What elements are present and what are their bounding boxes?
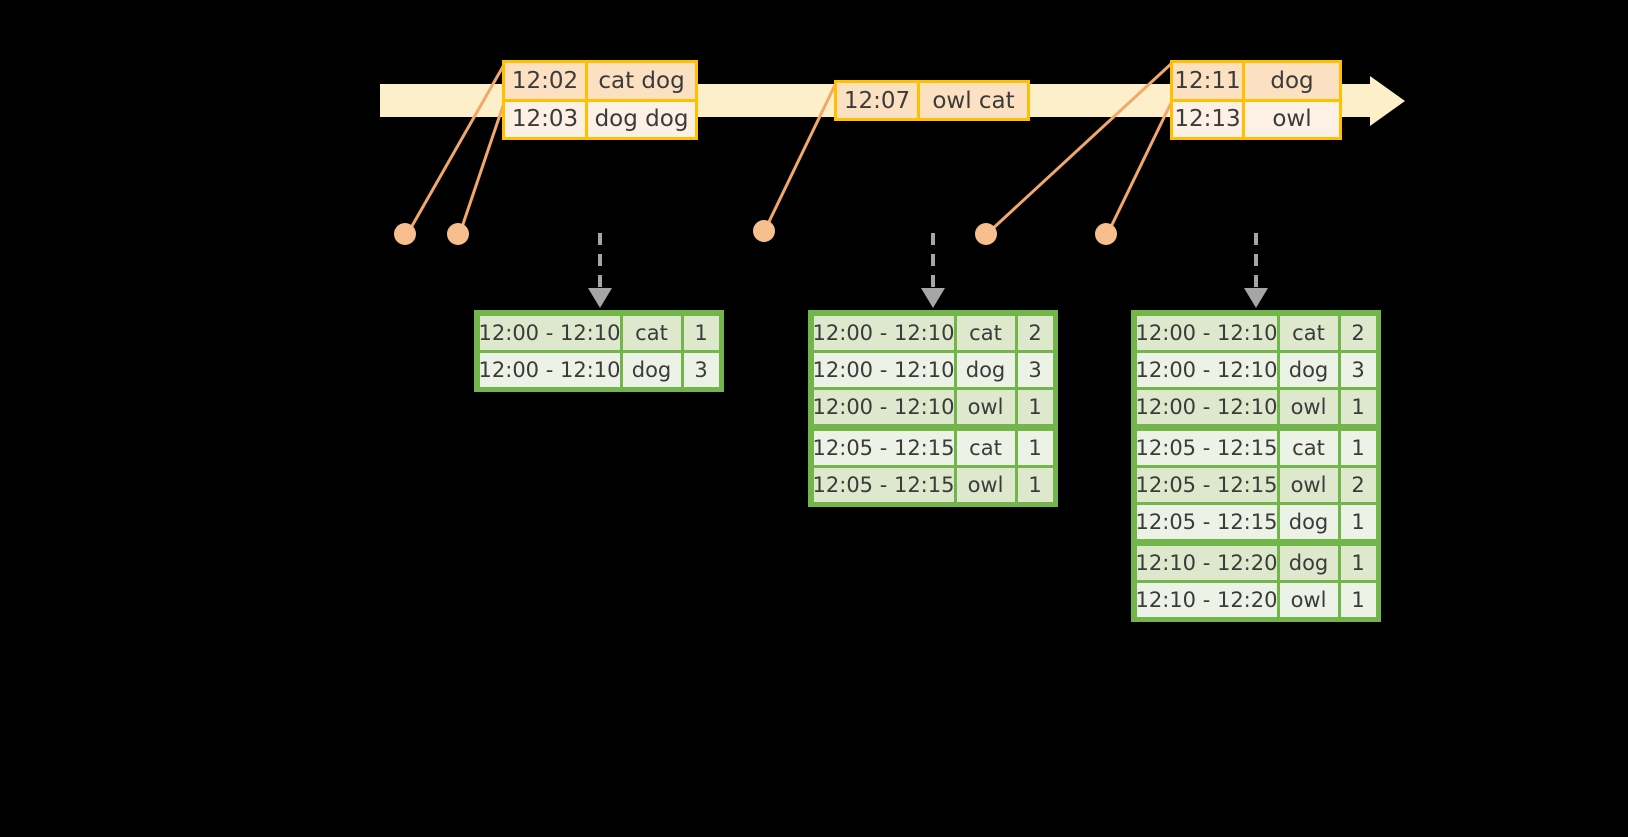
cell-count: 1 <box>1340 389 1376 424</box>
cell-count: 1 <box>1017 430 1053 465</box>
table-row[interactable]: 12:10 - 12:20 owl 1 <box>1135 581 1377 618</box>
dashed-arrow-head-1 <box>588 288 612 308</box>
table-row[interactable]: 12:00 - 12:10 cat 2 <box>1135 314 1377 351</box>
cell-key: owl <box>956 467 1015 502</box>
cell-key: dog <box>1279 545 1338 580</box>
result-table-2[interactable]: 12:00 - 12:10 cat 2 12:00 - 12:10 dog 3 … <box>808 310 1058 507</box>
table-row[interactable]: 12:00 - 12:10 dog 3 <box>478 351 720 388</box>
event-words: owl cat <box>920 83 1027 118</box>
table-row[interactable]: 12:00 - 12:10 owl 1 <box>1135 388 1377 425</box>
cell-window: 12:00 - 12:10 <box>1136 352 1277 387</box>
cell-window: 12:05 - 12:15 <box>1136 430 1277 465</box>
event-words: dog <box>1245 63 1339 99</box>
cell-key: dog <box>622 352 681 387</box>
event-time: 12:13 <box>1173 101 1245 137</box>
event-time: 12:11 <box>1173 63 1245 99</box>
cell-count: 1 <box>1340 504 1376 539</box>
cell-window: 12:00 - 12:10 <box>479 352 620 387</box>
connector-dot-1 <box>394 223 416 245</box>
cell-key: owl <box>1279 467 1338 502</box>
cell-window: 12:00 - 12:10 <box>813 315 954 350</box>
connector-line-2 <box>458 99 507 234</box>
cell-count: 1 <box>1340 545 1376 580</box>
cell-count: 3 <box>1340 352 1376 387</box>
cell-key: cat <box>622 315 681 350</box>
event-box-3[interactable]: 12:11 dog 12:13 owl <box>1170 60 1342 140</box>
connector-dot-4 <box>975 223 997 245</box>
cell-window: 12:00 - 12:10 <box>813 389 954 424</box>
cell-count: 3 <box>1017 352 1053 387</box>
cell-count: 2 <box>1017 315 1053 350</box>
table-row[interactable]: 12:05 - 12:15 owl 1 <box>812 466 1054 503</box>
cell-window: 12:00 - 12:10 <box>1136 389 1277 424</box>
dashed-arrow-head-2 <box>921 288 945 308</box>
event-row[interactable]: 12:03 dog dog <box>505 98 695 137</box>
cell-window: 12:05 - 12:15 <box>813 467 954 502</box>
connector-dot-3 <box>753 220 775 242</box>
table-row[interactable]: 12:00 - 12:10 dog 3 <box>812 351 1054 388</box>
cell-window: 12:10 - 12:20 <box>1136 545 1277 580</box>
dashed-arrow-head-3 <box>1244 288 1268 308</box>
cell-window: 12:10 - 12:20 <box>1136 582 1277 617</box>
cell-count: 2 <box>1340 467 1376 502</box>
cell-window: 12:05 - 12:15 <box>813 430 954 465</box>
cell-window: 12:05 - 12:15 <box>1136 504 1277 539</box>
event-row[interactable]: 12:11 dog <box>1173 63 1339 99</box>
event-box-1[interactable]: 12:02 cat dog 12:03 dog dog <box>502 60 698 140</box>
cell-key: owl <box>956 389 1015 424</box>
event-words: cat dog <box>588 63 695 99</box>
group-separator <box>812 425 1054 429</box>
event-words: dog dog <box>588 101 695 137</box>
table-row[interactable]: 12:05 - 12:15 owl 2 <box>1135 466 1377 503</box>
cell-key: owl <box>1279 582 1338 617</box>
cell-count: 1 <box>1340 582 1376 617</box>
event-row[interactable]: 12:02 cat dog <box>505 63 695 99</box>
table-row[interactable]: 12:05 - 12:15 dog 1 <box>1135 503 1377 540</box>
connector-line-5 <box>1106 100 1174 234</box>
cell-key: dog <box>1279 504 1338 539</box>
event-time: 12:07 <box>837 83 920 118</box>
result-table-1[interactable]: 12:00 - 12:10 cat 1 12:00 - 12:10 dog 3 <box>474 310 724 392</box>
table-row[interactable]: 12:00 - 12:10 cat 2 <box>812 314 1054 351</box>
cell-key: cat <box>956 315 1015 350</box>
cell-count: 1 <box>683 315 719 350</box>
table-row[interactable]: 12:00 - 12:10 dog 3 <box>1135 351 1377 388</box>
cell-window: 12:00 - 12:10 <box>479 315 620 350</box>
cell-key: cat <box>956 430 1015 465</box>
cell-window: 12:05 - 12:15 <box>1136 467 1277 502</box>
cell-count: 1 <box>1017 389 1053 424</box>
event-row[interactable]: 12:07 owl cat <box>837 83 1027 118</box>
event-row[interactable]: 12:13 owl <box>1173 98 1339 137</box>
cell-key: dog <box>1279 352 1338 387</box>
table-row[interactable]: 12:05 - 12:15 cat 1 <box>812 429 1054 466</box>
table-row[interactable]: 12:05 - 12:15 cat 1 <box>1135 429 1377 466</box>
table-row[interactable]: 12:00 - 12:10 cat 1 <box>478 314 720 351</box>
table-row[interactable]: 12:10 - 12:20 dog 1 <box>1135 544 1377 581</box>
cell-count: 3 <box>683 352 719 387</box>
cell-key: dog <box>956 352 1015 387</box>
cell-count: 1 <box>1017 467 1053 502</box>
group-separator <box>1135 425 1377 429</box>
result-table-3[interactable]: 12:00 - 12:10 cat 2 12:00 - 12:10 dog 3 … <box>1131 310 1381 622</box>
cell-count: 1 <box>1340 430 1376 465</box>
cell-key: owl <box>1279 389 1338 424</box>
cell-key: cat <box>1279 430 1338 465</box>
connector-dot-5 <box>1095 223 1117 245</box>
table-row[interactable]: 12:00 - 12:10 owl 1 <box>812 388 1054 425</box>
cell-window: 12:00 - 12:10 <box>1136 315 1277 350</box>
event-time: 12:02 <box>505 63 588 99</box>
event-box-2[interactable]: 12:07 owl cat <box>834 80 1030 121</box>
cell-count: 2 <box>1340 315 1376 350</box>
timeline-arrow-shaft <box>1360 84 1378 117</box>
cell-key: cat <box>1279 315 1338 350</box>
event-words: owl <box>1245 101 1339 137</box>
event-time: 12:03 <box>505 101 588 137</box>
connector-dot-2 <box>447 223 469 245</box>
cell-window: 12:00 - 12:10 <box>813 352 954 387</box>
group-separator <box>1135 540 1377 544</box>
